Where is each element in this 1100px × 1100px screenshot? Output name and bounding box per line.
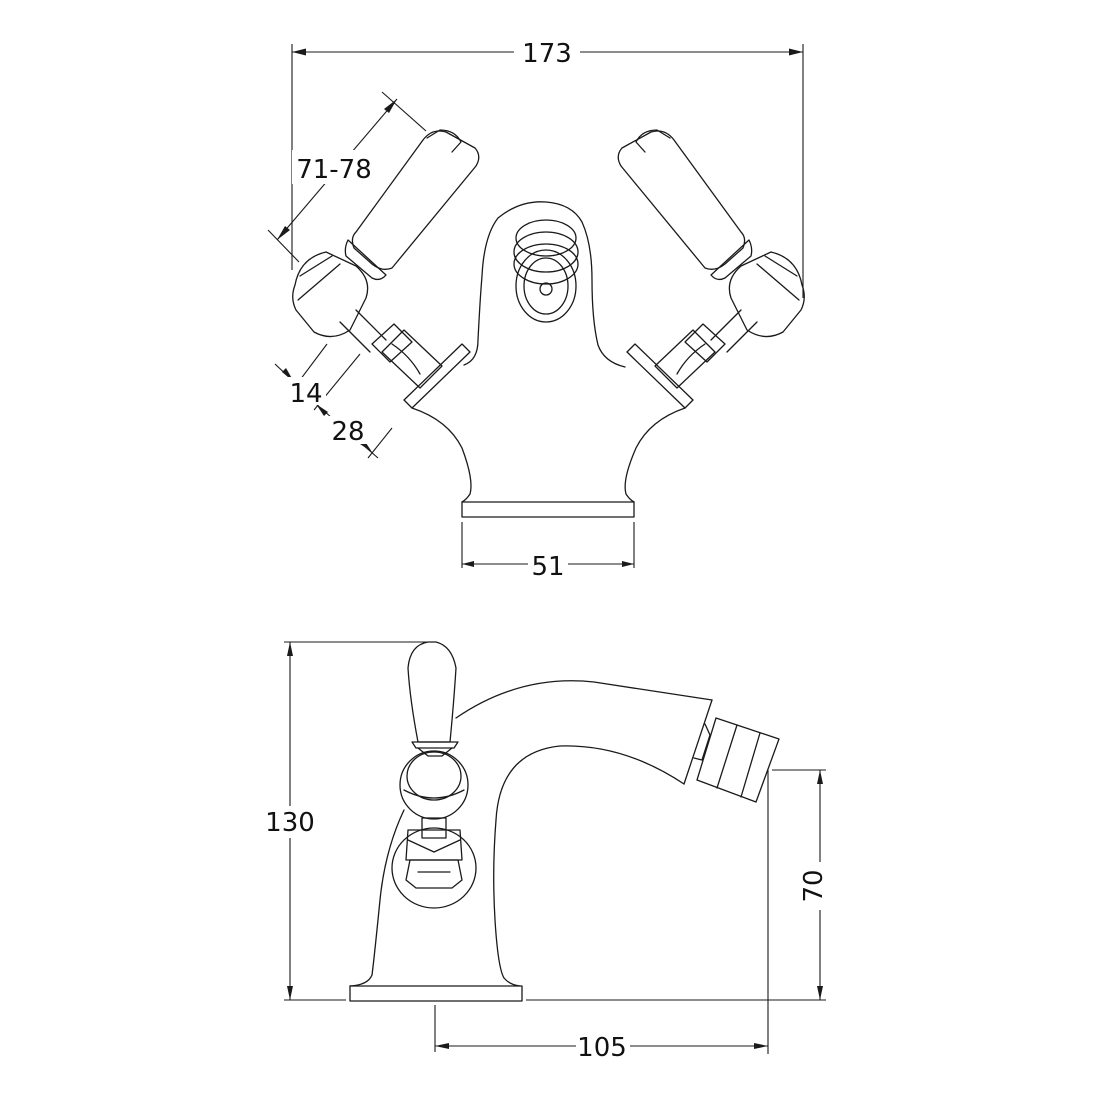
dimension-handle-length: 71-78 bbox=[267, 91, 427, 263]
side-view: 130 70 105 bbox=[262, 641, 836, 1063]
dimension-spout-reach: 105 bbox=[434, 770, 769, 1063]
dimension-label-105: 105 bbox=[577, 1033, 627, 1063]
dimension-overall-width: 173 bbox=[291, 36, 804, 298]
side-body-spout bbox=[349, 680, 780, 1002]
dimension-label-71-78: 71-78 bbox=[296, 155, 372, 185]
dimension-label-173: 173 bbox=[522, 39, 572, 69]
top-view: 173 71-78 bbox=[267, 36, 805, 582]
dimension-base-width: 51 bbox=[461, 522, 635, 582]
dimension-label-51: 51 bbox=[531, 552, 564, 582]
dimension-label-14: 14 bbox=[289, 379, 322, 409]
dimension-overall-height: 130 bbox=[262, 641, 428, 1001]
side-handle bbox=[391, 641, 477, 909]
spout-top bbox=[463, 201, 626, 368]
dimension-spout-height: 70 bbox=[526, 769, 836, 1001]
left-handle bbox=[292, 129, 480, 409]
dimension-label-28: 28 bbox=[331, 417, 364, 447]
right-handle bbox=[617, 129, 805, 409]
dimension-label-70: 70 bbox=[799, 869, 829, 902]
dimension-stem-offsets: 14 28 bbox=[274, 343, 393, 459]
dimension-label-130: 130 bbox=[265, 808, 315, 838]
body-top-view bbox=[411, 407, 686, 518]
